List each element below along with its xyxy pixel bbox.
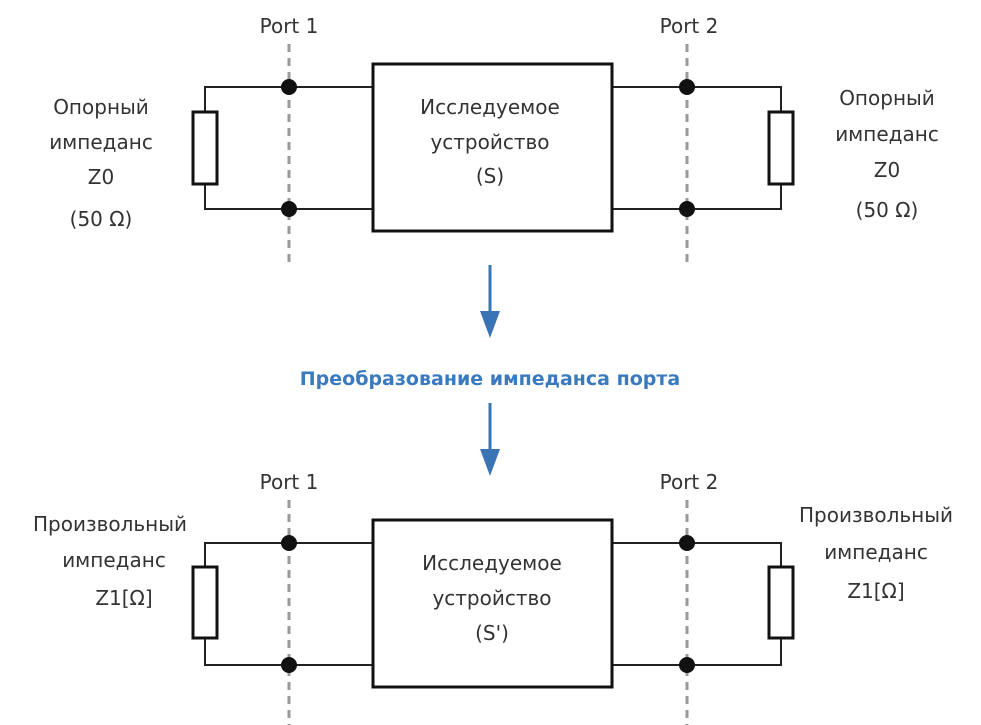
bottom-left-impedance-line-3: Z1[Ω] xyxy=(95,586,152,610)
bottom-dut-line-3: (S') xyxy=(475,621,509,645)
top-left-impedance-line-1: Опорный xyxy=(53,95,149,119)
top-port2-upper-node xyxy=(679,79,695,95)
top-port2-lower-node xyxy=(679,201,695,217)
top-left-impedance-line-3: Z0 xyxy=(88,165,114,189)
top-left-impedance-line-2: импеданс xyxy=(49,130,153,154)
top-left-resistor xyxy=(191,110,219,186)
bottom-right-resistor xyxy=(767,565,795,640)
top-dut-line-3: (S) xyxy=(476,164,504,188)
top-right-impedance-line-3: Z0 xyxy=(874,158,900,182)
top-right-resistor xyxy=(767,110,795,186)
bottom-dut-box xyxy=(371,518,614,689)
top-port2-label: Port 2 xyxy=(660,14,719,38)
bottom-right-impedance-line-1: Произвольный xyxy=(799,503,953,527)
top-left-upper-wire xyxy=(204,86,373,112)
bottom-dut-line-2: устройство xyxy=(432,586,551,610)
bottom-port1-label: Port 1 xyxy=(260,470,319,494)
top-dut-line-1: Исследуемое xyxy=(420,95,560,119)
bottom-port2-upper-node xyxy=(679,535,695,551)
top-left-lower-wire xyxy=(204,184,373,210)
top-circuit: Port 1 Port 2 Исследуемое устройство (S)… xyxy=(49,14,939,268)
bottom-right-lower-wire xyxy=(612,638,782,666)
bottom-port1-lower-node xyxy=(281,657,297,673)
transform-step: Преобразование импеданса порта xyxy=(300,265,680,476)
bottom-port2-label: Port 2 xyxy=(660,470,719,494)
top-port1-lower-node xyxy=(281,201,297,217)
bottom-left-upper-wire xyxy=(204,542,373,567)
bottom-left-lower-wire xyxy=(204,638,373,666)
bottom-circuit: Port 1 Port 2 Исследуемое устройство (S'… xyxy=(33,470,953,725)
top-left-impedance-line-4: (50 Ω) xyxy=(70,207,133,231)
top-dut-box xyxy=(371,62,614,233)
bottom-right-upper-wire xyxy=(612,542,782,567)
bottom-dut-line-1: Исследуемое xyxy=(422,551,562,575)
bottom-left-impedance-line-1: Произвольный xyxy=(33,512,187,536)
lower-arrow-head-icon xyxy=(480,449,500,476)
top-port1-label: Port 1 xyxy=(260,14,319,38)
top-right-upper-wire xyxy=(612,86,782,112)
bottom-right-impedance-line-3: Z1[Ω] xyxy=(847,579,904,603)
top-right-lower-wire xyxy=(612,184,782,210)
top-port1-upper-node xyxy=(281,79,297,95)
bottom-left-impedance-line-2: импеданс xyxy=(62,548,166,572)
top-right-impedance-line-2: импеданс xyxy=(835,122,939,146)
top-right-impedance-line-1: Опорный xyxy=(839,86,935,110)
top-dut-line-2: устройство xyxy=(430,130,549,154)
bottom-port1-upper-node xyxy=(281,535,297,551)
transform-label: Преобразование импеданса порта xyxy=(300,368,680,390)
bottom-right-impedance-line-2: импеданс xyxy=(824,540,928,564)
top-right-impedance-line-4: (50 Ω) xyxy=(856,198,919,222)
bottom-left-resistor xyxy=(191,565,219,640)
bottom-port2-lower-node xyxy=(679,657,695,673)
upper-arrow-head-icon xyxy=(480,311,500,338)
